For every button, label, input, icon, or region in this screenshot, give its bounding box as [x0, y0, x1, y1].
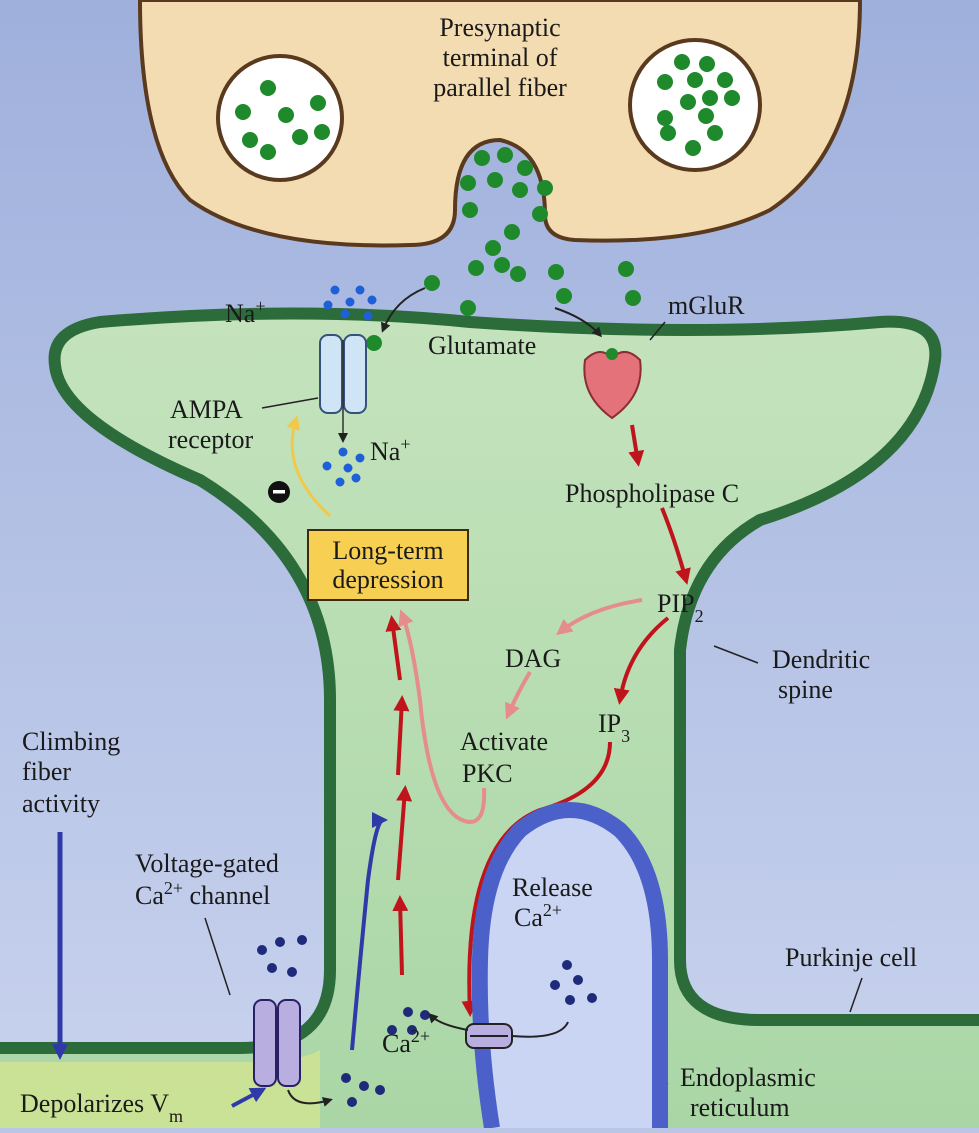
pkc-label: PKC: [462, 759, 513, 788]
ampa-label-2: receptor: [168, 425, 254, 454]
voltage-gated-ca-channel: [254, 1000, 300, 1086]
presynaptic-label-2: terminal of: [443, 43, 558, 72]
presynaptic-label-3: parallel fiber: [433, 73, 567, 102]
ca-superscript: 2+: [411, 1026, 430, 1046]
minus-bar: [273, 490, 285, 494]
arrow-ca-up-4: [400, 900, 402, 975]
release-ca-base: Ca: [514, 903, 543, 932]
vgcc-ca: Ca: [135, 881, 164, 910]
na-top-superscript: +: [255, 296, 265, 316]
depolarizes-base: Depolarizes V: [20, 1089, 169, 1118]
vgcc-superscript: 2+: [164, 878, 183, 898]
pip2-base: PIP: [657, 589, 695, 618]
na-top-base: Na: [225, 299, 256, 328]
ltd-label-2: depression: [332, 565, 443, 594]
ip3-base: IP: [598, 709, 621, 738]
plc-label: Phospholipase C: [565, 479, 739, 508]
ip3-receptor-channel: [466, 1024, 512, 1048]
dag-label: DAG: [505, 644, 561, 673]
glutamate-label: Glutamate: [428, 331, 536, 360]
mglur-label: mGluR: [668, 291, 745, 320]
climbing-label-2: fiber: [22, 757, 71, 786]
ip3-subscript: 3: [621, 726, 630, 746]
vesicle-right: [630, 40, 760, 170]
vgcc-label-2: Ca2+ channel: [135, 878, 270, 910]
ca-base: Ca: [382, 1029, 411, 1058]
vgcc-channel-word: channel: [183, 881, 270, 910]
depolarizes-subscript: m: [169, 1106, 183, 1126]
climbing-label-1: Climbing: [22, 727, 120, 756]
er-label-1: Endoplasmic: [680, 1063, 816, 1092]
ltd-label-1: Long-term: [332, 536, 443, 565]
dendritic-label-2: spine: [778, 675, 833, 704]
activate-label: Activate: [460, 727, 548, 756]
purkinje-label: Purkinje cell: [785, 943, 917, 972]
dendritic-label-1: Dendritic: [772, 645, 870, 674]
vesicle-left: [218, 56, 342, 180]
pip2-subscript: 2: [695, 606, 704, 626]
release-label: Release: [512, 873, 593, 902]
na-inside-superscript: +: [400, 434, 410, 454]
vgcc-label-1: Voltage-gated: [135, 849, 279, 878]
climbing-label-3: activity: [22, 789, 100, 818]
ampa-label-1: AMPA: [170, 395, 243, 424]
presynaptic-label-1: Presynaptic: [439, 13, 560, 42]
na-inside-base: Na: [370, 437, 401, 466]
release-ca-superscript: 2+: [543, 900, 562, 920]
er-label-2: reticulum: [690, 1093, 790, 1122]
